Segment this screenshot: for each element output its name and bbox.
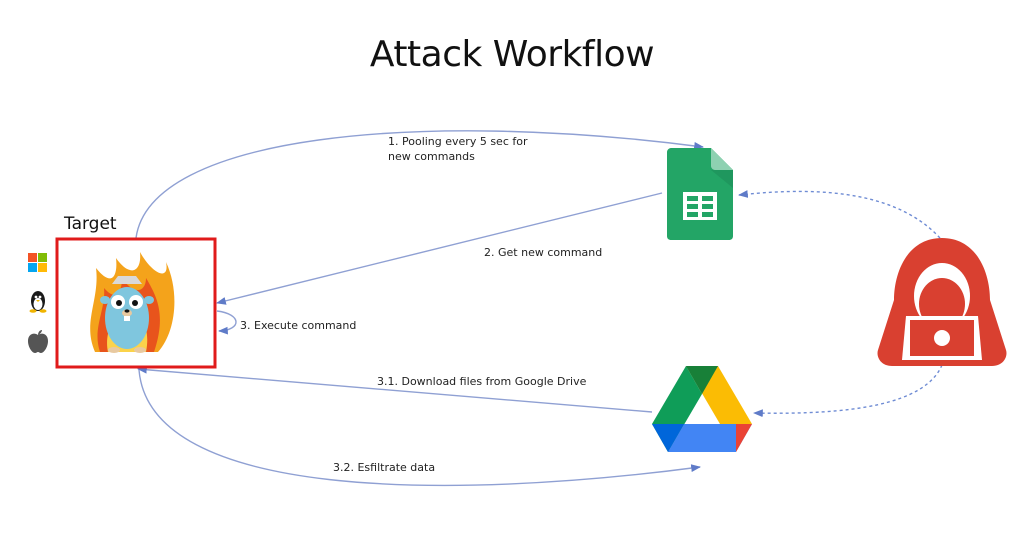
arrow-exfiltrate bbox=[138, 369, 701, 487]
google-drive-icon bbox=[652, 366, 752, 452]
step-pooling-line2: new commands bbox=[388, 150, 475, 163]
arrow-execute bbox=[216, 310, 237, 335]
target-label: Target bbox=[64, 214, 117, 234]
windows-icon bbox=[28, 253, 47, 272]
step-exfiltrate-label: 3.2. Esfiltrate data bbox=[333, 461, 436, 474]
google-sheets-icon bbox=[667, 148, 733, 240]
arrow-attacker-to-sheets bbox=[738, 190, 941, 239]
step-pooling-line1: 1. Pooling every 5 sec for bbox=[388, 135, 528, 148]
linux-tux-icon bbox=[29, 291, 47, 313]
hooded-hacker-icon bbox=[877, 238, 1007, 366]
arrow-get-command bbox=[216, 192, 663, 305]
arrow-download bbox=[137, 365, 653, 413]
gopher-on-fire-icon bbox=[90, 252, 175, 353]
arrow-attacker-to-drive bbox=[753, 364, 943, 418]
diagram-title: Attack Workflow bbox=[369, 34, 655, 75]
step-download-label: 3.1. Download files from Google Drive bbox=[377, 375, 587, 388]
step-pooling-label: 1. Pooling every 5 sec for new commands bbox=[388, 134, 528, 164]
step-get-command-label: 2. Get new command bbox=[484, 246, 603, 259]
apple-icon bbox=[28, 330, 48, 353]
arrow-pooling bbox=[135, 130, 704, 239]
step-execute-label: 3. Execute command bbox=[240, 319, 357, 332]
